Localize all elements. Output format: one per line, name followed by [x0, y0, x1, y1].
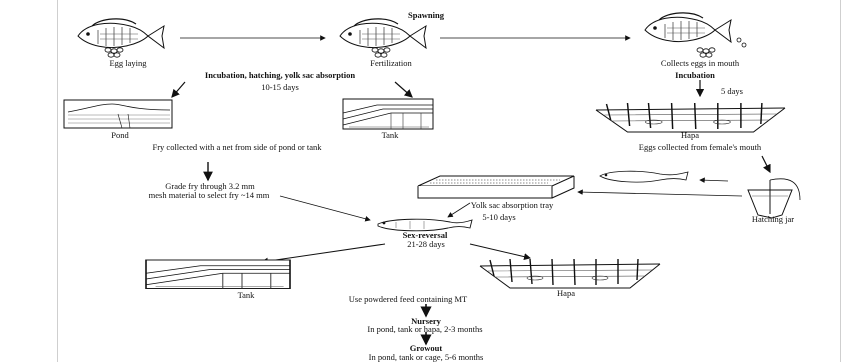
egg-icon	[372, 48, 390, 57]
fish-icon	[78, 19, 164, 48]
hapa-bottom-label: Hapa	[546, 288, 586, 298]
nursery-detail: In pond, tank or hapa, 2-3 months	[330, 324, 520, 334]
egg-icon	[105, 48, 123, 57]
yolk-tray-label: Yolk sac absorption tray	[452, 200, 572, 210]
egg-icon	[697, 48, 715, 57]
tank-top-label: Tank	[370, 130, 410, 140]
incubation-days: 10-15 days	[250, 82, 310, 92]
fish-icon	[340, 19, 426, 48]
pond-icon	[64, 100, 172, 128]
spawning-title: Spawning	[400, 10, 452, 20]
fry-collected-label: Fry collected with a net from side of po…	[122, 142, 352, 152]
tank-bottom-label: Tank	[226, 290, 266, 300]
yolk-days-label: 5-10 days	[474, 212, 524, 222]
egg-laying-label: Egg laying	[88, 58, 168, 68]
collects-eggs-label: Collects eggs in mouth	[640, 58, 760, 68]
sex-reversal-days: 21-28 days	[396, 239, 456, 249]
hapa-icon	[596, 103, 785, 132]
hapa-icon	[480, 259, 660, 288]
fry-icon	[600, 171, 688, 182]
eggs-collected-label: Eggs collected from female's mouth	[610, 142, 790, 152]
tank-icon	[146, 260, 290, 289]
hapa-top-label: Hapa	[670, 130, 710, 140]
incubation-right-label: Incubation	[660, 70, 730, 80]
hatching-jar-icon	[748, 179, 800, 218]
hatching-jar-label: Hatching jar	[738, 214, 808, 224]
grade-fry-line2: mesh material to select fry ~14 mm	[114, 190, 304, 200]
tank-icon	[343, 99, 433, 129]
pond-label: Pond	[100, 130, 140, 140]
incubation-right-days: 5 days	[712, 86, 752, 96]
feed-label: Use powdered feed containing MT	[318, 294, 498, 304]
tray-icon	[418, 176, 574, 198]
fertilization-label: Fertilization	[346, 58, 436, 68]
fish-icon	[645, 13, 731, 42]
incubation-header: Incubation, hatching, yolk sac absorptio…	[150, 70, 410, 80]
growout-detail: In pond, tank or cage, 5-6 months	[316, 352, 536, 362]
